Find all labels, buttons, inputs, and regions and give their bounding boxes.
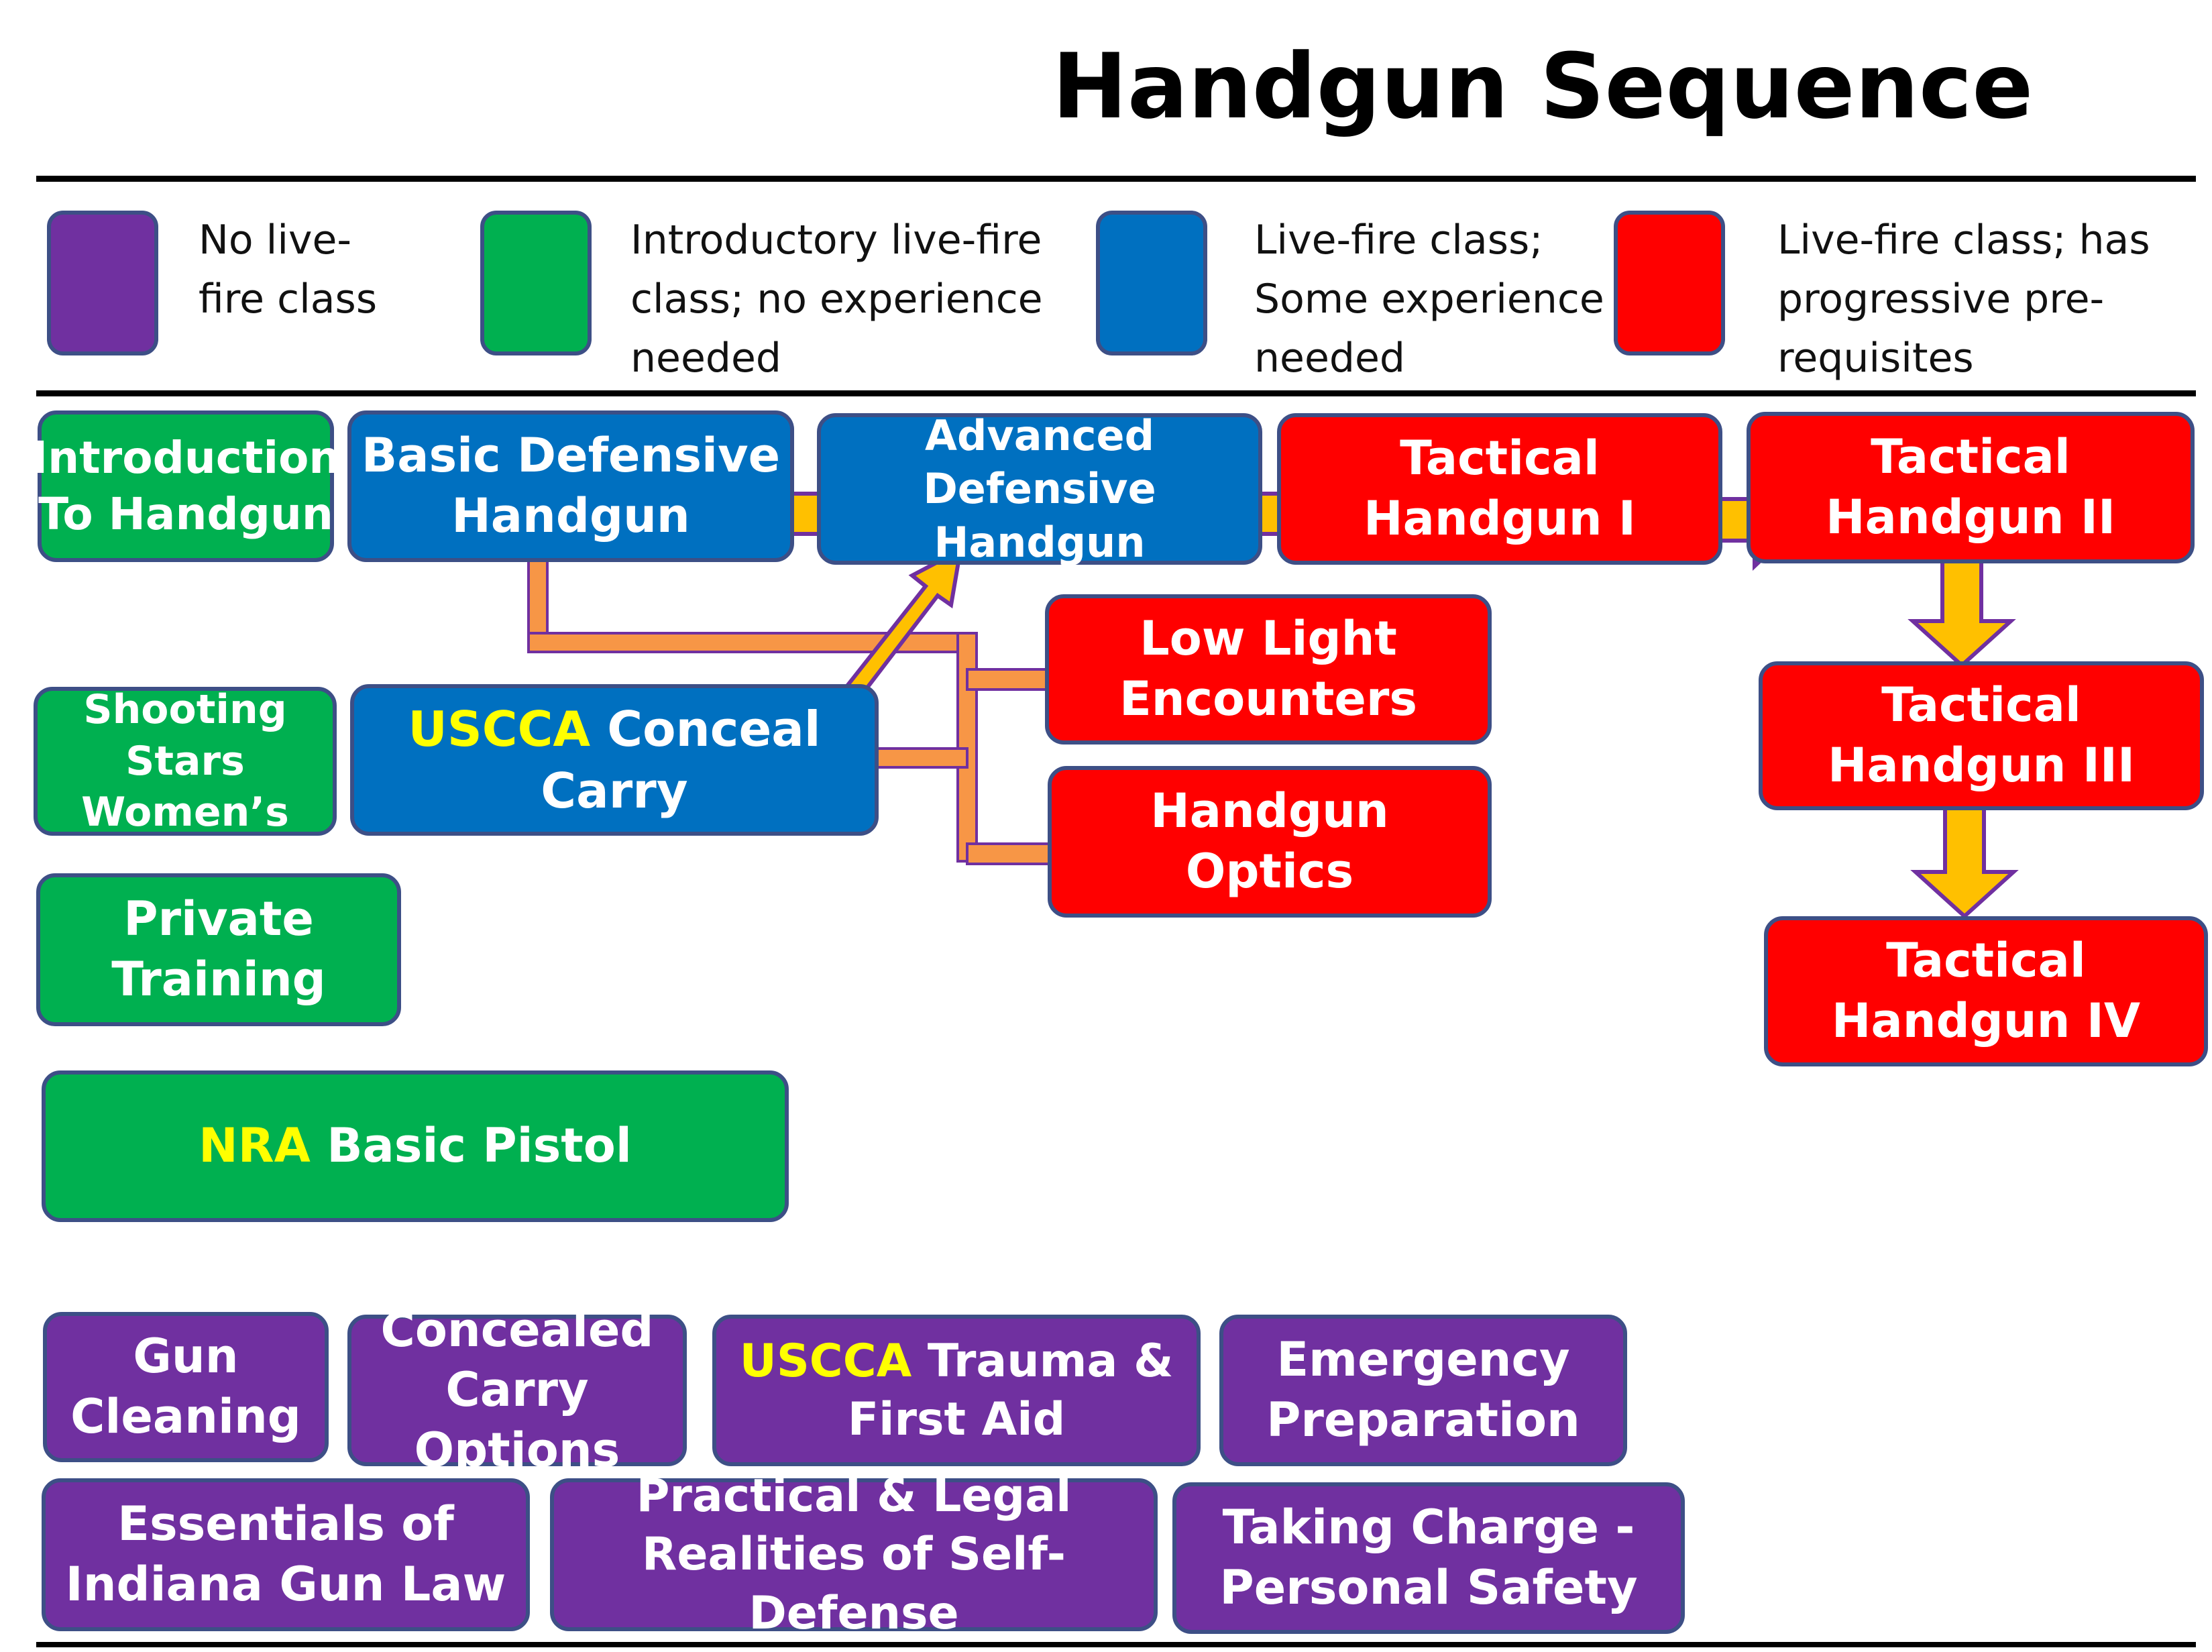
legend-swatch-red: [1614, 211, 1725, 355]
uscca-label: USCCA: [408, 700, 591, 757]
course-uscca-conceal-carry: USCCA Conceal Carry: [350, 684, 879, 836]
course-taking-charge-personal-safety: Taking Charge - Personal Safety: [1172, 1482, 1685, 1634]
uscca-trauma-label: USCCA: [739, 1334, 912, 1388]
course-tactical-handgun-1: Tactical Handgun I: [1277, 413, 1722, 565]
course-tactical-handgun-4: Tactical Handgun IV: [1764, 916, 2208, 1066]
course-handgun-optics: Handgun Optics: [1048, 766, 1492, 918]
legend-swatch-purple: [47, 211, 158, 355]
arrow-tactical3-to-tactical4: [1910, 804, 2019, 920]
course-gun-cleaning: Gun Cleaning: [43, 1312, 329, 1462]
legend-text-green: Introductory live-fire class; no experie…: [630, 217, 1043, 382]
course-tactical-handgun-2: Tactical Handgun II: [1747, 412, 2195, 563]
course-emergency-preparation: Emergency Preparation: [1219, 1315, 1627, 1466]
course-practical-legal-realities: Practical & Legal Realities of Self-Defe…: [550, 1470, 1158, 1640]
arrow-uscca-to-advanced: [838, 546, 963, 708]
course-nra-basic-pistol: NRA Basic Pistol: [42, 1070, 789, 1222]
bottom-rule: [36, 1642, 2196, 1647]
course-uscca-trauma-first-aid: USCCA Trauma & First Aid: [712, 1315, 1201, 1466]
course-advanced-defensive-handgun: Advanced Defensive Handgun: [817, 411, 1262, 567]
diagram-title: Handgun Sequence: [1052, 34, 2034, 139]
connector-horizontal: [527, 632, 978, 653]
top-rule: [36, 176, 2196, 182]
course-private-training: Private Training: [36, 873, 401, 1026]
nra-label: NRA: [199, 1118, 311, 1174]
course-introduction-to-handgun: Introduction To Handgun: [32, 410, 340, 562]
course-concealed-carry-options: Concealed Carry Options: [347, 1303, 687, 1478]
course-low-light-encounters: Low Light Encounters: [1045, 594, 1492, 745]
course-essentials-indiana-gun-law: Essentials of Indiana Gun Law: [42, 1478, 530, 1631]
legend-text-red: Live-fire class; has progressive pre- re…: [1777, 217, 2150, 382]
legend-swatch-green: [480, 211, 592, 355]
arrow-tactical2-to-tactical3: [1907, 557, 2016, 669]
legend-text-blue: Live-fire class; Some experience needed: [1254, 217, 1604, 382]
legend-rule: [36, 390, 2196, 396]
course-basic-defensive-handgun: Basic Defensive Handgun: [347, 410, 794, 562]
legend-swatch-blue: [1096, 211, 1207, 355]
course-shooting-stars-womens: Shooting Stars Women’s: [34, 686, 337, 836]
legend-text-purple: No live- fire class: [199, 217, 378, 323]
course-tactical-handgun-3: Tactical Handgun III: [1759, 661, 2204, 810]
